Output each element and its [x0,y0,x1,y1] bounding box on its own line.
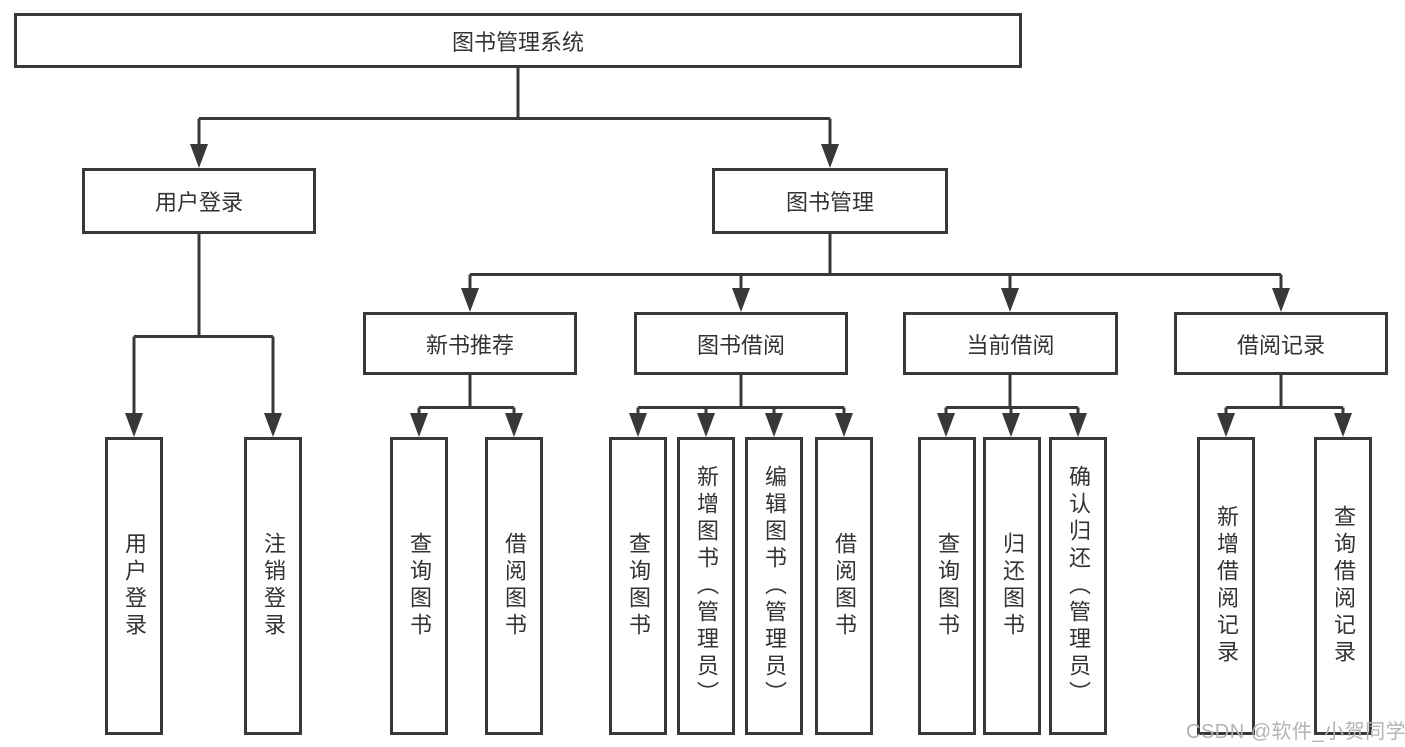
leaf-borrow-edit-admin: 编辑图书（管理员） [745,437,803,735]
leaf-records-query: 查询借阅记录 [1314,437,1372,735]
arrowhead [629,413,647,437]
leaf-logout-label: 注销登录 [261,532,286,640]
node-borrow-records: 借阅记录 [1174,312,1388,375]
leaf-records-add-label: 新增借阅记录 [1214,505,1239,667]
leaf-current-query: 查询图书 [918,437,976,735]
arrowhead [125,413,143,437]
arrowhead [937,413,955,437]
arrowhead [190,144,208,168]
arrowhead [1002,413,1020,437]
arrowhead [1069,413,1087,437]
arrowhead [835,413,853,437]
node-book-borrow: 图书借阅 [634,312,848,375]
node-new-book-recommend: 新书推荐 [363,312,577,375]
node-book-management-label: 图书管理 [785,190,874,215]
csdn-watermark: CSDN @软件_小贺同学 [1186,721,1405,743]
node-borrow-records-label: 借阅记录 [1236,332,1325,358]
arrowhead [1272,288,1290,312]
leaf-current-confirm-admin: 确认归还（管理员） [1049,437,1107,735]
leaf-user-login-label: 用户登录 [122,532,147,640]
node-root: 图书管理系统 [14,13,1022,68]
leaf-borrow-query: 查询图书 [609,437,667,735]
arrowhead [410,413,428,437]
leaf-records-query-label: 查询借阅记录 [1331,505,1356,667]
arrowhead [461,288,479,312]
node-user-login-label: 用户登录 [154,190,243,215]
node-current-borrow: 当前借阅 [903,312,1118,375]
leaf-borrow-borrow: 借阅图书 [815,437,873,735]
arrowhead [1334,413,1352,437]
leaf-newbooks-borrow-label: 借阅图书 [502,532,527,640]
node-user-login: 用户登录 [82,168,316,234]
arrowheads [125,144,1352,437]
leaf-current-query-label: 查询图书 [935,532,960,640]
leaf-borrow-add-admin-label: 新增图书（管理员） [694,464,719,708]
arrowhead [765,413,783,437]
node-root-label: 图书管理系统 [451,29,584,55]
leaf-newbooks-borrow: 借阅图书 [485,437,543,735]
arrowhead [505,413,523,437]
leaf-user-login: 用户登录 [105,437,163,735]
leaf-borrow-add-admin: 新增图书（管理员） [677,437,735,735]
arrowhead [264,413,282,437]
leaf-newbooks-query-label: 查询图书 [407,532,432,640]
leaf-current-return-label: 归还图书 [1000,532,1025,640]
arrowhead [732,288,750,312]
arrowhead [821,144,839,168]
leaf-newbooks-query: 查询图书 [390,437,448,735]
leaf-borrow-borrow-label: 借阅图书 [832,532,857,640]
node-current-borrow-label: 当前借阅 [966,332,1055,358]
connector-lines [132,68,1345,416]
leaf-logout: 注销登录 [244,437,302,735]
leaf-records-add: 新增借阅记录 [1197,437,1255,735]
node-book-borrow-label: 图书借阅 [696,332,785,358]
node-new-book-recommend-label: 新书推荐 [425,332,514,358]
arrowhead [1217,413,1235,437]
leaf-borrow-query-label: 查询图书 [626,532,651,640]
node-book-management: 图书管理 [712,168,948,234]
leaf-current-confirm-admin-label: 确认归还（管理员） [1066,464,1091,708]
arrowhead [1001,288,1019,312]
leaf-borrow-edit-admin-label: 编辑图书（管理员） [762,464,787,708]
leaf-current-return: 归还图书 [983,437,1041,735]
arrowhead [697,413,715,437]
